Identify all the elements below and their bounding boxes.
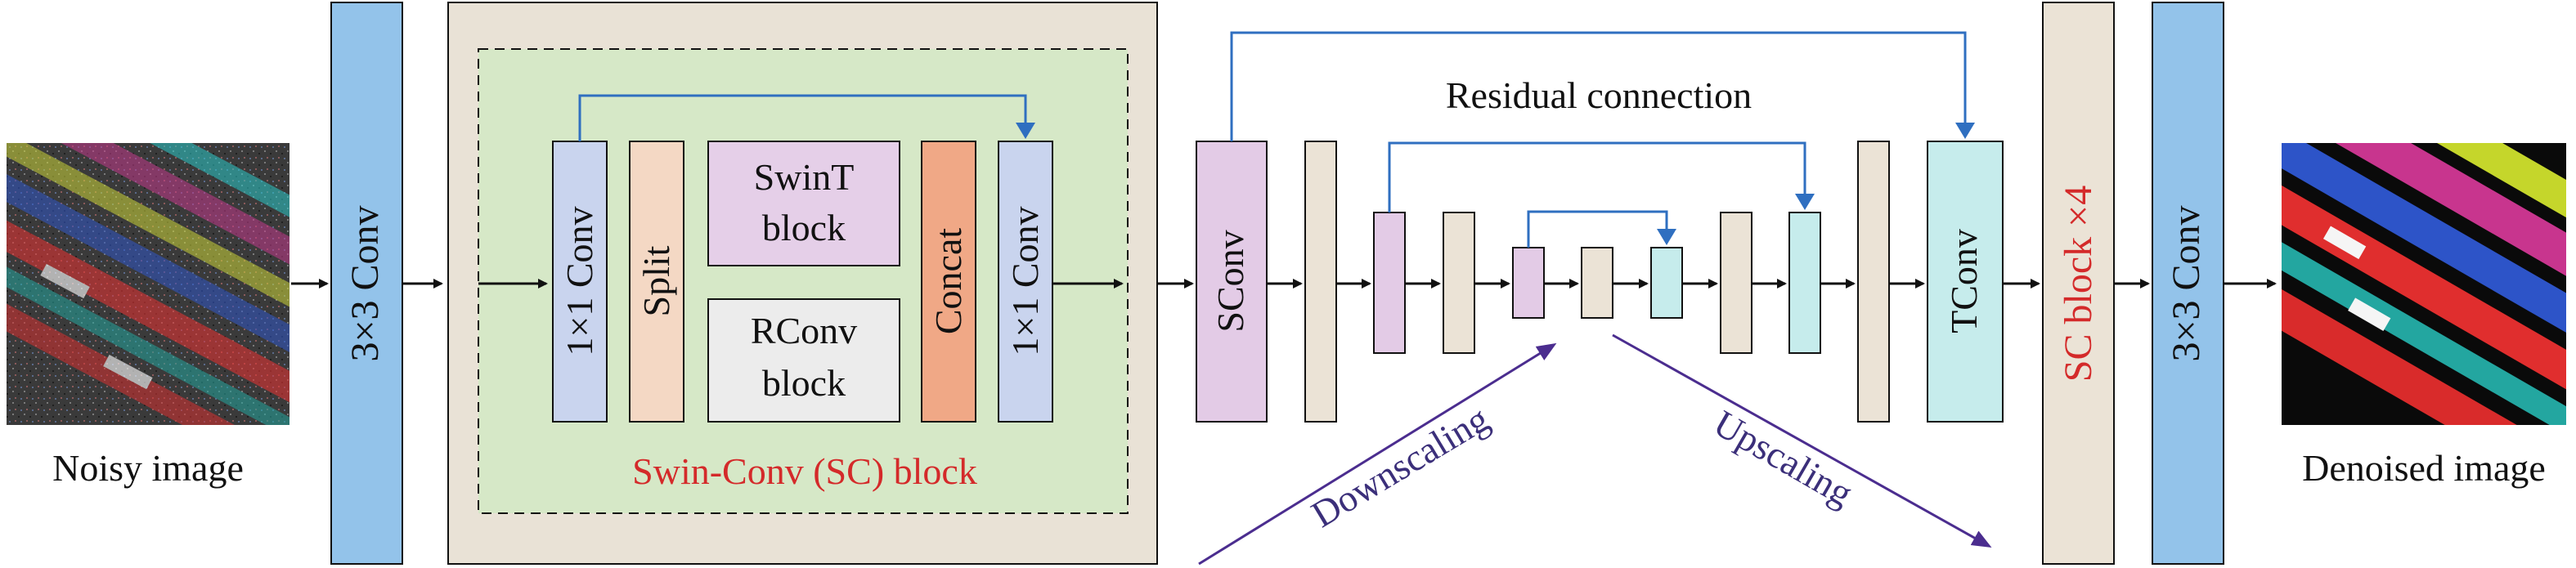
residual-skip-outer xyxy=(1230,31,1975,141)
conv3x3-input-label: 3×3 Conv xyxy=(343,205,387,361)
up-block-2 xyxy=(1788,212,1821,354)
conv1x1-input-label: 1×1 Conv xyxy=(559,206,600,356)
sc-block-x4-label: SC block ×4 xyxy=(2057,186,2100,382)
swint-label-line1: SwinT xyxy=(754,156,855,198)
down-block-1 xyxy=(1373,212,1406,354)
down-block-2 xyxy=(1512,247,1545,319)
concat-label: Concat xyxy=(927,228,969,335)
encoder-block-2 xyxy=(1443,212,1475,354)
up-block-1 xyxy=(1650,247,1683,319)
residual-skip-middle xyxy=(1388,141,1815,212)
upscaling-label: Upscaling xyxy=(1707,402,1860,514)
downscaling-arrow xyxy=(1198,342,1557,566)
residual-skip-inner xyxy=(1527,210,1676,248)
split-label: Split xyxy=(635,245,677,316)
sc-block-title: Swin-Conv (SC) block xyxy=(632,450,977,492)
conv1x1-output-block xyxy=(998,141,1053,423)
denoised-image-label: Denoised image xyxy=(2302,447,2546,489)
sc-skip-arrow xyxy=(578,94,1035,141)
rconv-block xyxy=(707,298,900,423)
tconv-block xyxy=(1927,141,2004,423)
tconv-label: TConv xyxy=(1943,229,1985,333)
sconv-label: SConv xyxy=(1209,230,1251,332)
bottleneck-block xyxy=(1581,247,1613,319)
residual-connection-label: Residual connection xyxy=(1446,74,1752,116)
concat-block xyxy=(921,141,976,423)
noisy-image xyxy=(7,143,289,425)
split-block xyxy=(629,141,684,423)
noisy-image-label: Noisy image xyxy=(52,447,244,489)
swint-block xyxy=(707,141,900,266)
decoder-block-1 xyxy=(1720,212,1752,354)
conv3x3-output-block xyxy=(2152,2,2224,565)
denoised-image xyxy=(2282,143,2566,425)
sc-block-x4 xyxy=(2042,2,2115,565)
rconv-label-line1: RConv xyxy=(751,310,857,351)
swint-label-line2: block xyxy=(762,207,846,248)
sconv-block xyxy=(1196,141,1268,423)
conv3x3-input-block xyxy=(330,2,403,565)
decoder-block-2 xyxy=(1857,141,1890,423)
conv1x1-output-label: 1×1 Conv xyxy=(1004,206,1046,356)
upscaling-arrow xyxy=(1612,333,1992,548)
encoder-block-1 xyxy=(1304,141,1337,423)
conv3x3-output-label: 3×3 Conv xyxy=(2165,205,2208,361)
rconv-label-line2: block xyxy=(762,362,846,404)
